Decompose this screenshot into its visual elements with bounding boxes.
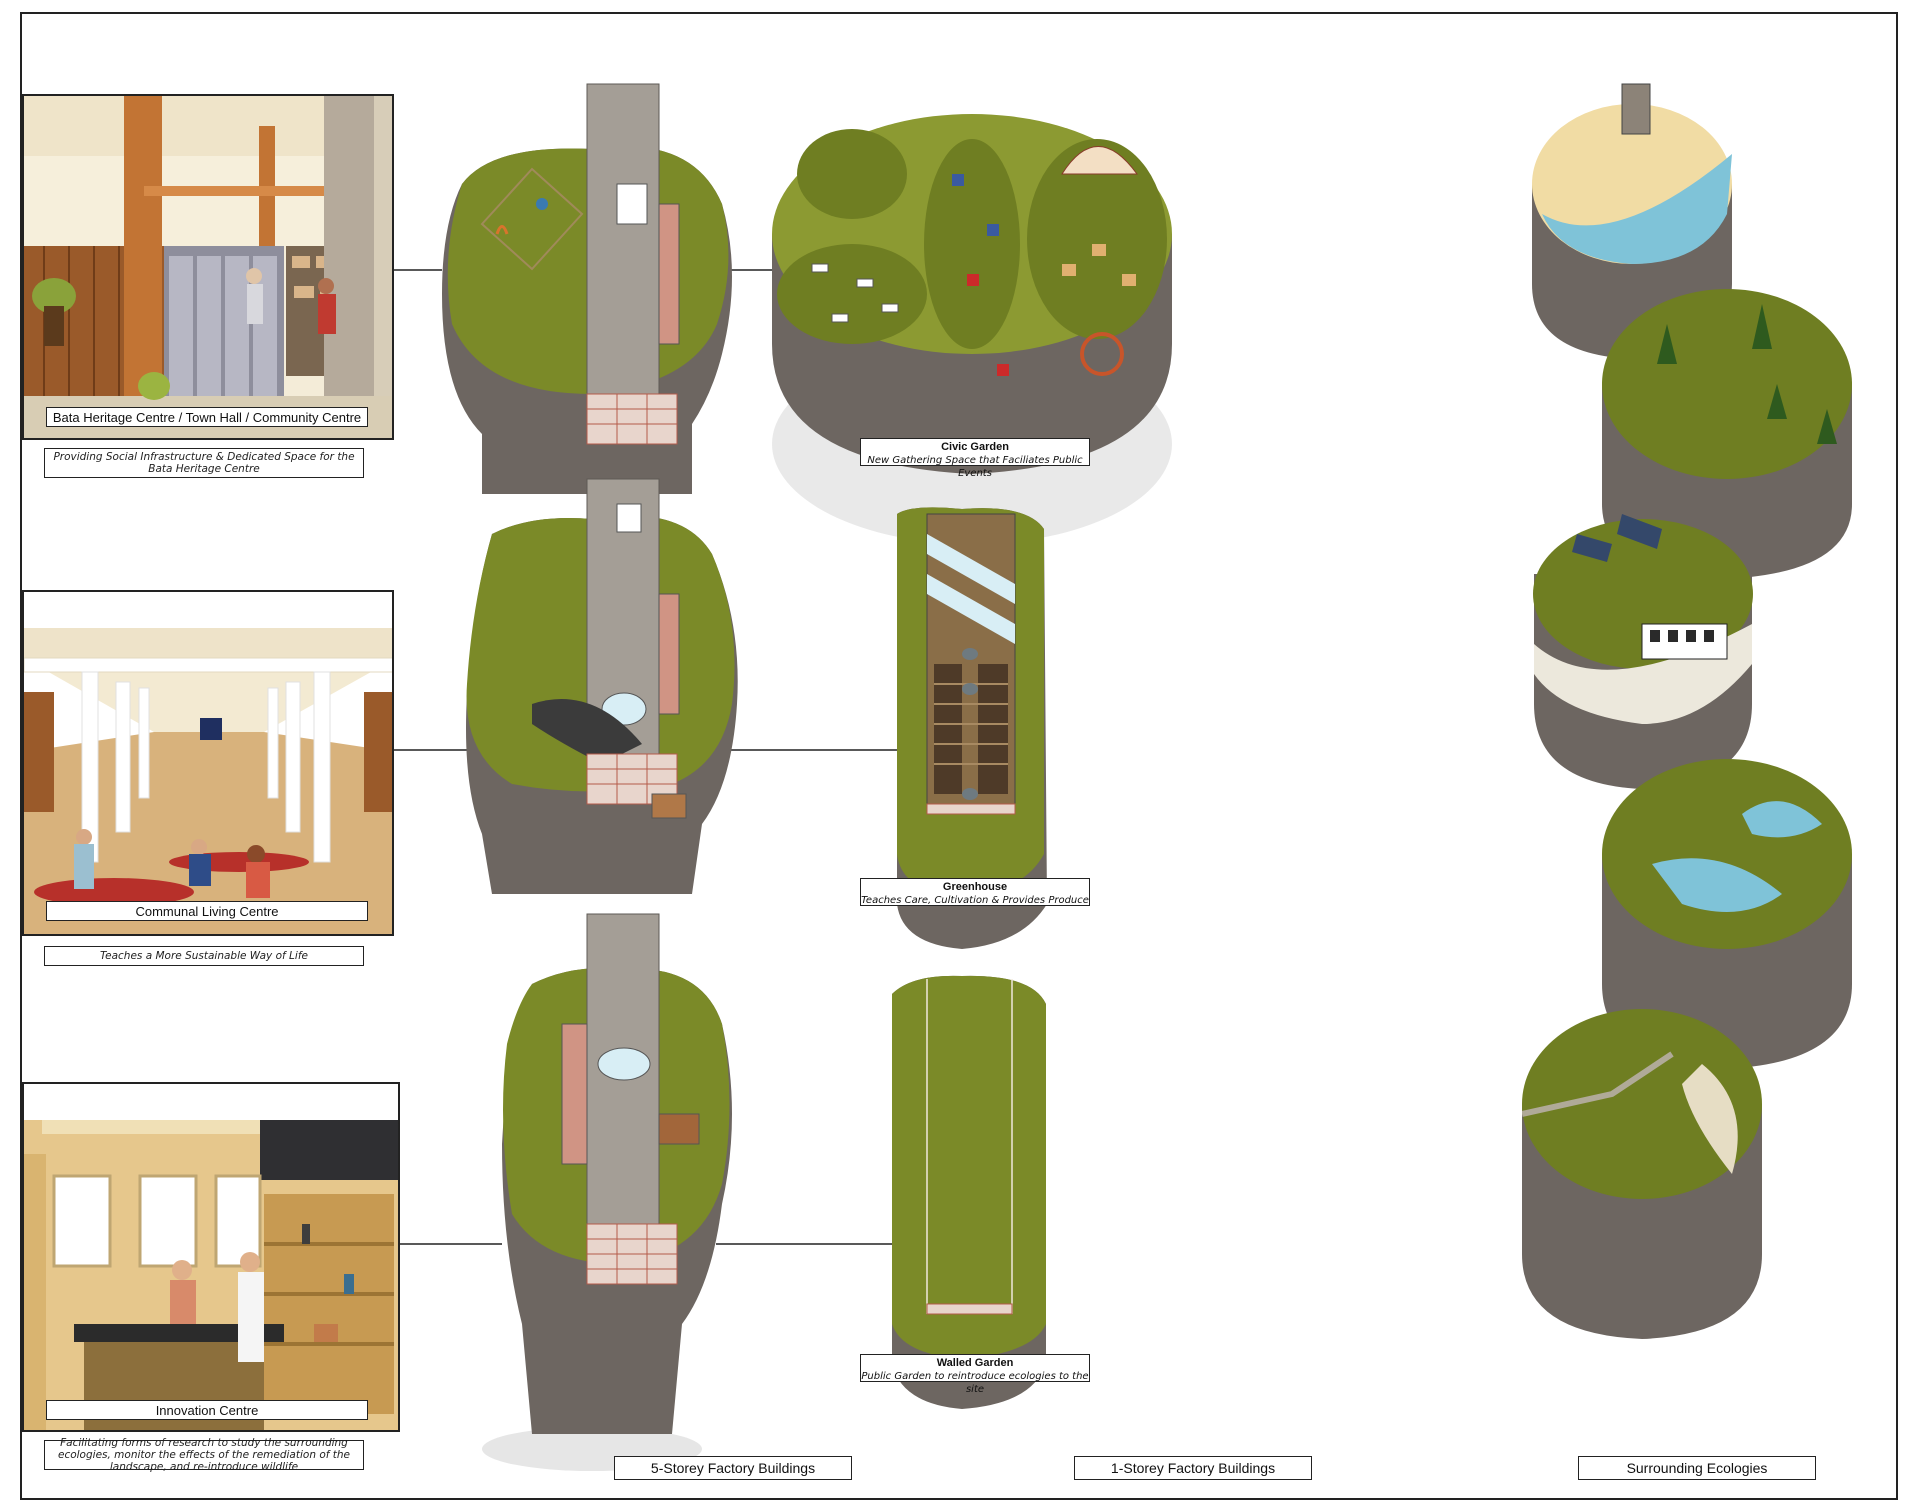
interior-panel-heritage: Bata Heritage Centre / Town Hall / Commu… [22, 94, 394, 440]
one-storey-islands [772, 114, 1172, 1409]
callout-greenhouse-title: Greenhouse [942, 881, 1008, 893]
callout-civic-garden: Civic Garden New Gathering Space that Fa… [860, 438, 1090, 479]
callout-civic-title: Civic Garden [941, 441, 1009, 453]
heritage-interior-drawing [24, 96, 392, 438]
innovation-title: Innovation Centre [46, 1400, 368, 1420]
communal-caption: Teaches a More Sustainable Way of Life [44, 946, 364, 966]
callout-greenhouse: Greenhouse Teaches Care, Cultivation & P… [860, 878, 1090, 906]
heritage-title: Bata Heritage Centre / Town Hall / Commu… [46, 407, 368, 427]
communal-interior-drawing [24, 592, 392, 934]
callout-civic-subtitle: New Gathering Space that Faciliates Publ… [867, 455, 1083, 479]
communal-title: Communal Living Centre [46, 901, 368, 921]
column-label-ecologies: Surrounding Ecologies [1578, 1456, 1816, 1480]
five-storey-islands [442, 83, 738, 1471]
building-1-facade [586, 393, 678, 445]
innovation-interior-drawing [24, 1084, 398, 1430]
board: Bata Heritage Centre / Town Hall / Commu… [20, 12, 1898, 1500]
heritage-caption: Providing Social Infrastructure & Dedica… [44, 448, 364, 478]
callout-greenhouse-subtitle: Teaches Care, Cultivation & Provides Pro… [861, 895, 1089, 906]
callout-walled-garden: Walled Garden Public Garden to reintrodu… [860, 1354, 1090, 1395]
interior-panel-communal: Communal Living Centre [22, 590, 394, 936]
column-label-five-storey: 5-Storey Factory Buildings [614, 1456, 852, 1480]
innovation-caption: Facilitating forms of research to study … [44, 1437, 364, 1473]
interior-panel-innovation: Innovation Centre [22, 1082, 400, 1432]
callout-walled-title: Walled Garden [936, 1357, 1014, 1369]
callout-walled-subtitle: Public Garden to reintroduce ecologies t… [861, 1371, 1089, 1395]
column-label-one-storey: 1-Storey Factory Buildings [1074, 1456, 1312, 1480]
ecology-discs [1522, 83, 1852, 1339]
